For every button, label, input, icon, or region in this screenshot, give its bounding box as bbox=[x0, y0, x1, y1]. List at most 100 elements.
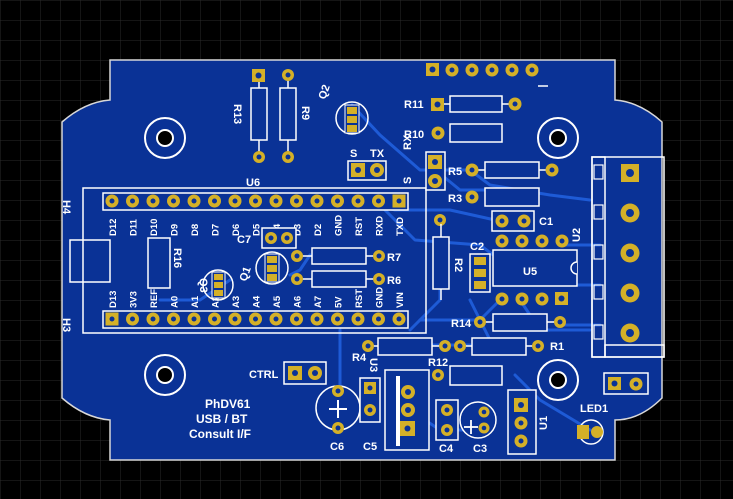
header-pad-hole bbox=[171, 316, 176, 322]
label-r4: R4 bbox=[352, 352, 367, 364]
ctrl-connector bbox=[283, 361, 327, 385]
label-r12: R12 bbox=[428, 357, 448, 369]
pin-label: VIN bbox=[395, 292, 406, 308]
programming-header bbox=[426, 63, 548, 87]
transistor-q3 bbox=[202, 269, 234, 301]
pin-label: D10 bbox=[149, 219, 160, 236]
label-r1: R1 bbox=[550, 341, 564, 353]
header-pad-hole bbox=[253, 316, 258, 322]
header-pad-hole bbox=[232, 316, 238, 322]
label-r13: R13 bbox=[231, 104, 243, 124]
header-pad-hole bbox=[314, 316, 320, 322]
title-line-1: PhDV61 bbox=[205, 397, 251, 411]
resistor-r13 bbox=[250, 69, 268, 163]
header-pad-hole bbox=[191, 316, 197, 322]
header-pad-hole bbox=[294, 198, 299, 204]
header-pad-hole bbox=[294, 316, 299, 322]
pin-label: RXD bbox=[375, 216, 386, 236]
header-pad-hole bbox=[130, 198, 135, 204]
pin-label: REF bbox=[149, 289, 160, 308]
header-pad-hole bbox=[191, 198, 197, 204]
header-pad-hole bbox=[150, 316, 156, 322]
mounting-holes bbox=[144, 117, 579, 401]
resistor-r10 bbox=[431, 123, 503, 143]
ic-u5 bbox=[492, 234, 578, 306]
capacitor-c1 bbox=[434, 210, 535, 232]
label-h3: H3 bbox=[60, 318, 72, 332]
pin-label: D11 bbox=[129, 218, 140, 236]
pin-label: 5V bbox=[334, 296, 345, 308]
header-pad-hole bbox=[355, 316, 361, 322]
label-tx: TX bbox=[370, 148, 385, 160]
label-c5: C5 bbox=[363, 441, 377, 453]
resistor-r12 bbox=[432, 365, 503, 386]
label-h4: H4 bbox=[60, 200, 72, 215]
resistor-r4 bbox=[362, 337, 451, 356]
capacitor-c4 bbox=[435, 399, 459, 441]
label-r9: R9 bbox=[299, 106, 311, 120]
header-pad-hole bbox=[232, 198, 238, 204]
tx-connector bbox=[347, 160, 387, 181]
capacitor-c5 bbox=[359, 377, 381, 423]
label-c4: C4 bbox=[439, 443, 454, 455]
transistor-q1 bbox=[255, 251, 289, 285]
header-pad-hole bbox=[314, 198, 320, 204]
pin-label: A1 bbox=[190, 295, 201, 308]
pin-label: A2 bbox=[211, 296, 222, 308]
resistor-r1 bbox=[454, 337, 544, 356]
label-q3: Q3 bbox=[197, 278, 209, 293]
header-pad-hole bbox=[150, 198, 156, 204]
pin-label: A7 bbox=[313, 296, 324, 308]
pin-label: D7 bbox=[211, 224, 222, 236]
label-u2: U2 bbox=[571, 228, 583, 242]
top-header-pads bbox=[105, 194, 406, 208]
resistor-r5 bbox=[465, 161, 559, 179]
resistor-r6 bbox=[291, 270, 385, 288]
title-line-2: USB / BT bbox=[196, 412, 248, 426]
label-c3: C3 bbox=[473, 443, 487, 455]
led1-connector bbox=[603, 372, 649, 395]
header-pad-hole bbox=[335, 316, 340, 322]
label-r16: R16 bbox=[171, 248, 183, 268]
pin-label: RST bbox=[354, 217, 365, 236]
resistor-r14 bbox=[474, 313, 566, 332]
pin-label: RST bbox=[354, 289, 365, 308]
label-s-tx-s: S bbox=[350, 148, 357, 160]
header-pad-hole bbox=[273, 198, 279, 204]
label-r6: R6 bbox=[387, 275, 401, 287]
led1 bbox=[577, 419, 604, 445]
rx-connector bbox=[425, 151, 446, 191]
header-pad-hole bbox=[109, 316, 115, 322]
pin-label: 3V3 bbox=[129, 291, 140, 308]
label-c2: C2 bbox=[470, 241, 484, 253]
label-c1: C1 bbox=[539, 216, 553, 228]
label-r5: R5 bbox=[448, 166, 462, 178]
pin-label: D6 bbox=[231, 224, 242, 236]
usb-connector-outline bbox=[69, 239, 111, 283]
label-q1: Q1 bbox=[238, 265, 254, 283]
pin-label: GND bbox=[375, 287, 386, 308]
pin-label: D13 bbox=[108, 291, 119, 308]
label-ctrl: CTRL bbox=[249, 369, 279, 381]
header-pad-hole bbox=[355, 198, 361, 204]
header-pad-hole bbox=[130, 316, 135, 322]
pin-label: D9 bbox=[170, 224, 181, 236]
header-pad-hole bbox=[273, 316, 279, 322]
resistor-r2 bbox=[432, 224, 450, 300]
header-pad-hole bbox=[335, 198, 340, 204]
label-c6: C6 bbox=[330, 441, 344, 453]
regulator-u1 bbox=[507, 389, 537, 455]
pin-label: D2 bbox=[313, 224, 324, 236]
resistor-r3 bbox=[465, 187, 540, 207]
header-pad-hole bbox=[253, 198, 258, 204]
resistor-r11 bbox=[431, 95, 522, 113]
label-r7: R7 bbox=[387, 252, 401, 264]
resistor-r16 bbox=[147, 237, 171, 289]
capacitor-c6 bbox=[315, 385, 361, 434]
label-led1: LED1 bbox=[580, 403, 608, 415]
label-c7: C7 bbox=[237, 234, 251, 246]
transistor-q2 bbox=[335, 101, 369, 135]
label-rx-s: S bbox=[402, 177, 414, 184]
label-u3: U3 bbox=[367, 358, 379, 372]
